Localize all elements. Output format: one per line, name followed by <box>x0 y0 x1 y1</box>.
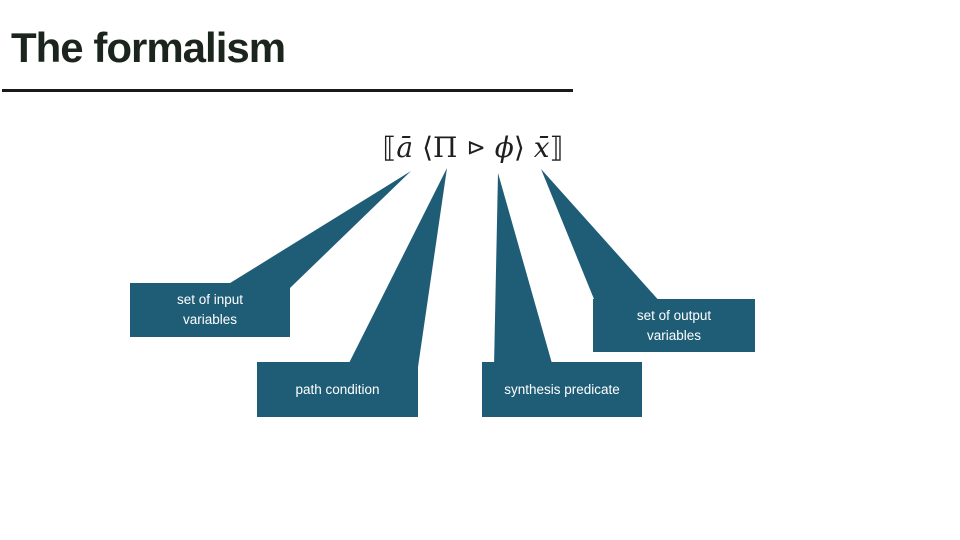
callout-label-line: path condition <box>295 381 380 397</box>
formula-input-vars-symbol: ā <box>396 131 414 164</box>
callout-output-variables: set of output variables <box>593 299 755 352</box>
formula-right-angle-bracket: ⟩ <box>513 131 525 164</box>
callout-input-variables: set of input variables <box>130 283 290 337</box>
callout-path-condition: path condition <box>257 362 418 417</box>
callout-label-line: variables <box>646 327 702 343</box>
pointer-path-condition <box>347 168 447 367</box>
callout-label-line: set of input <box>176 292 244 308</box>
formula-triangle-relation-symbol: ⊳ <box>466 135 486 161</box>
title-underline <box>2 89 573 92</box>
formula-synthesis-predicate-symbol: ϕ <box>494 131 514 164</box>
formula-left-double-bracket: ⟦ <box>382 131 397 164</box>
callout-label-line: variables <box>182 312 238 327</box>
pointer-output-variables <box>541 169 662 304</box>
slide-title: The formalism <box>11 24 286 71</box>
pointer-input-variables <box>222 171 411 288</box>
formula: ⟦ā⟨Π ⊳ ϕ⟩x̄⟧ <box>0 131 960 164</box>
formula-left-angle-bracket: ⟨ <box>422 131 434 164</box>
formula-path-condition-symbol: Π <box>433 131 458 164</box>
callout-label-line: synthesis predicate <box>504 381 620 397</box>
callout-label-line: set of output <box>636 307 712 323</box>
pointer-synthesis-predicate <box>494 173 553 367</box>
formula-right-double-bracket: ⟧ <box>549 131 564 164</box>
callout-synthesis-predicate: synthesis predicate <box>482 362 642 417</box>
formula-output-vars-symbol: x̄ <box>533 131 550 164</box>
